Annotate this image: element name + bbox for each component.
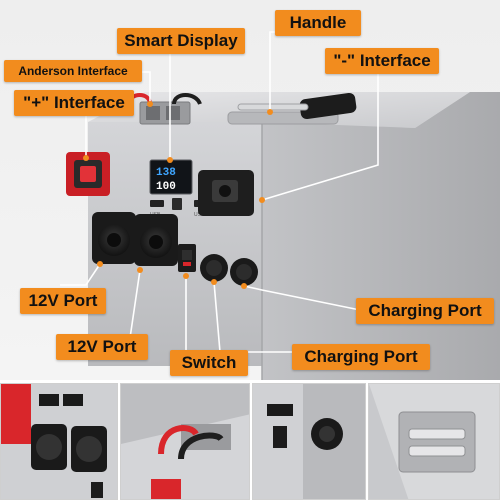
12v-port-left[interactable] <box>92 212 136 264</box>
power-switch[interactable] <box>178 244 196 272</box>
thumbnail-anderson[interactable] <box>120 383 250 500</box>
display-line-2: 100 <box>156 181 176 193</box>
handle-label: Handle <box>275 10 361 36</box>
smart-display: 138 100 <box>149 159 193 195</box>
positive-interface-label: "+" Interface <box>14 90 134 116</box>
12v-port-label-1: 12V Port <box>20 288 106 314</box>
thumbnail-strip <box>0 383 500 500</box>
charging-port-right[interactable] <box>230 258 258 286</box>
product-scene: 138 100 USB USB <box>0 0 500 380</box>
thumbnail-switch-port[interactable] <box>252 383 366 500</box>
smart-display-label: Smart Display <box>117 28 245 54</box>
charging-port-left[interactable] <box>200 254 228 282</box>
positive-terminal[interactable] <box>66 152 110 196</box>
battery-side-face <box>262 92 500 380</box>
12v-port-right[interactable] <box>134 214 178 266</box>
negative-interface-label: "-" Interface <box>325 48 439 74</box>
display-line-1: 138 <box>156 167 176 179</box>
usb-text-right: USB <box>194 212 205 218</box>
12v-port-label-2: 12V Port <box>56 334 148 360</box>
charging-port-label-2: Charging Port <box>292 344 430 370</box>
thumbnail-handle[interactable] <box>368 383 500 500</box>
negative-terminal[interactable] <box>198 170 254 216</box>
anderson-interface-label: Anderson Interface <box>4 60 142 82</box>
switch-label: Switch <box>170 350 248 376</box>
thumbnail-front-panel[interactable] <box>0 383 118 500</box>
charging-port-label-1: Charging Port <box>356 298 494 324</box>
